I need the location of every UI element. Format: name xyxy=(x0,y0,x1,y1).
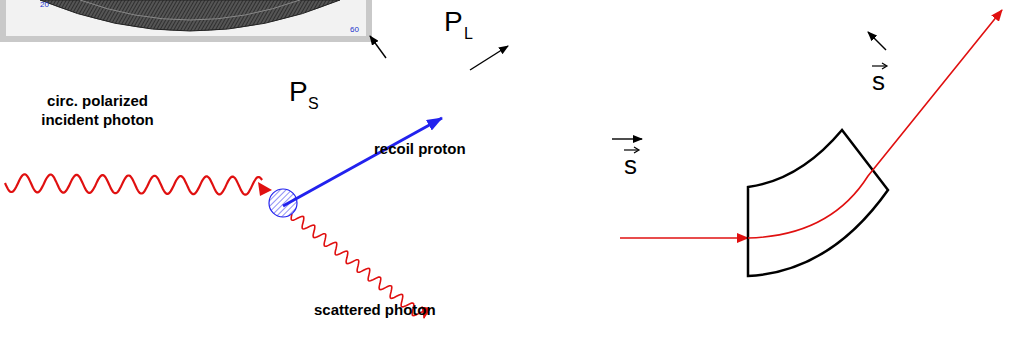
spin-symbol: s xyxy=(624,152,637,178)
photon-arrowhead xyxy=(258,182,272,196)
beam-line xyxy=(620,237,748,239)
incident-photon-wave xyxy=(5,174,262,194)
vector-accent xyxy=(624,63,887,153)
polarization-subscript: L xyxy=(464,26,473,42)
spin-arrow xyxy=(868,32,886,50)
cropped-photo xyxy=(0,0,372,42)
polarization-symbol: P xyxy=(289,78,308,106)
polarization-symbol: P xyxy=(444,8,463,36)
spin-arrow xyxy=(612,138,642,139)
scale-number: 60 xyxy=(350,26,359,34)
recoil-proton-arrow xyxy=(283,118,442,206)
photon-label: circ. polarized incident photon xyxy=(25,92,170,130)
pl-arrow xyxy=(470,46,508,70)
particle-label: scattered photon xyxy=(314,302,436,317)
spin-symbol: s xyxy=(872,68,885,94)
dipole-magnet xyxy=(748,130,888,276)
target-nucleon xyxy=(269,189,297,217)
proton-trajectory xyxy=(748,10,1002,238)
scale-number: 20 xyxy=(40,1,49,9)
polarization-subscript: S xyxy=(308,96,319,112)
ps-arrow xyxy=(370,36,386,58)
particle-label: recoil proton xyxy=(374,141,466,156)
